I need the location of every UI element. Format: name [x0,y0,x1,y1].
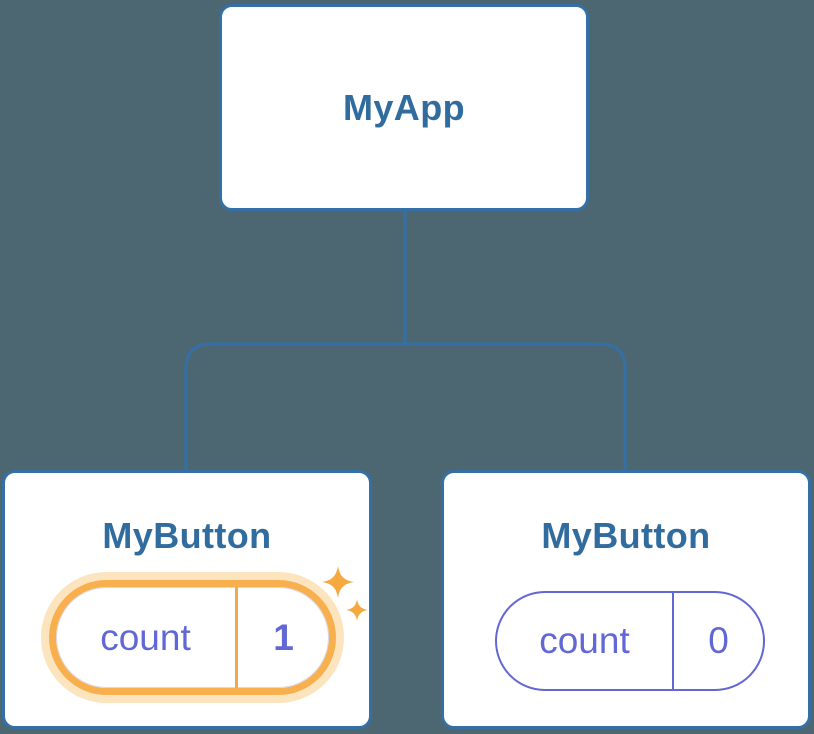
connector-branch [184,342,627,471]
node-mybutton-left: MyButton count 1 [2,470,372,729]
state-value-cell: 1 [238,587,329,688]
sparkle-star-small [346,599,368,621]
node-label: MyApp [343,86,465,128]
state-key-cell: count [56,587,238,688]
state-key: count [539,620,630,661]
state-key-cell: count [497,593,674,689]
node-mybutton-right: MyButton count 0 [441,470,811,729]
state-value: 0 [708,620,729,661]
state-pill-highlighted: count 1 [49,580,336,695]
node-label: MyButton [541,515,711,556]
state-pill: count 0 [495,591,765,691]
state-key: count [100,616,191,658]
state-value: 1 [273,616,294,658]
state-value-cell: 0 [674,593,763,689]
node-label: MyButton [102,515,272,556]
node-myapp: MyApp [219,4,589,211]
